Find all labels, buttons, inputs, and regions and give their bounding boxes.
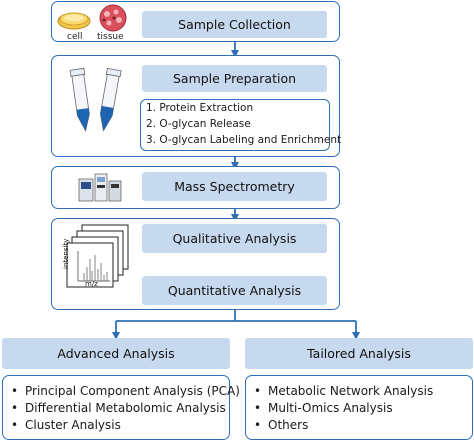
tailored-analysis-item: Metabolic Network Analysis — [254, 384, 433, 398]
mass-spec-stage: Mass Spectrometry — [51, 166, 340, 209]
advanced-analysis-header: Advanced Analysis — [2, 338, 230, 369]
preparation-step: 1. Protein Extraction — [146, 102, 254, 114]
spectrum-x-axis-label: m/z — [85, 280, 98, 288]
advanced-analysis-list: Principal Component Analysis (PCA) Diffe… — [2, 375, 240, 440]
preparation-step: 2. O-glycan Release — [146, 118, 251, 130]
spectrum-stack-icon — [66, 224, 129, 288]
tissue-icon — [99, 4, 127, 32]
analysis-stage: intensity m/z Qualitative Analysis Quant… — [51, 218, 340, 310]
advanced-analysis-item: Principal Component Analysis (PCA) — [11, 384, 240, 398]
sample-collection-box: Sample Collection — [142, 11, 327, 38]
advanced-analysis-item: Cluster Analysis — [11, 418, 121, 432]
sample-preparation-box: Sample Preparation — [142, 65, 327, 92]
cell-label: cell — [67, 32, 83, 42]
qualitative-analysis-box: Qualitative Analysis — [142, 224, 327, 253]
preparation-steps-list: 1. Protein Extraction 2. O-glycan Releas… — [140, 99, 341, 151]
mass-spectrometer-icon — [78, 173, 122, 202]
preparation-stage: Sample Preparation 1. Protein Extraction… — [51, 55, 341, 157]
preparation-step: 3. O-glycan Labeling and Enrichment — [146, 134, 342, 146]
collection-stage: cell tissue Sample Collection — [51, 1, 340, 42]
quantitative-analysis-box: Quantitative Analysis — [142, 276, 327, 305]
tailored-analysis-list: Metabolic Network Analysis Multi-Omics A… — [245, 375, 473, 440]
tissue-label: tissue — [97, 32, 124, 42]
mass-spectrometry-box: Mass Spectrometry — [142, 172, 327, 201]
advanced-analysis-item: Differential Metabolomic Analysis — [11, 401, 226, 415]
spectrum-y-axis-label: intensity — [62, 238, 70, 269]
tailored-analysis-item: Multi-Omics Analysis — [254, 401, 393, 415]
centrifuge-tubes-icon — [69, 67, 122, 132]
tailored-analysis-header: Tailored Analysis — [245, 338, 473, 369]
cell-dish-icon — [57, 12, 91, 30]
tailored-analysis-item: Others — [254, 418, 308, 432]
